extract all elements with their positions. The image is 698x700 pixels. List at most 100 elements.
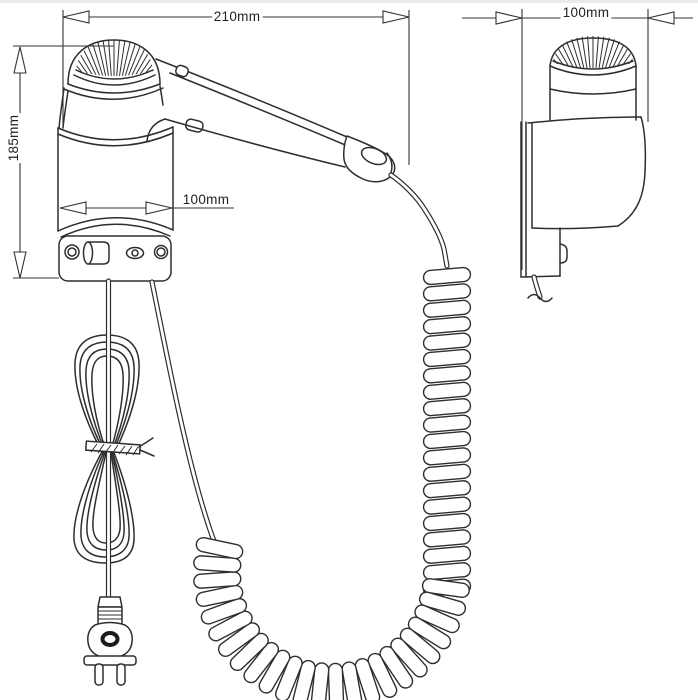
coil-loop [195, 536, 244, 560]
plug-base-plate [83, 655, 137, 666]
coil-loop [310, 662, 330, 700]
coil-loop [195, 584, 244, 608]
coil-loop [341, 661, 363, 700]
cup-top-arc [57, 126, 174, 141]
screw-hole-left-icon [64, 244, 80, 260]
coil-loop [399, 627, 441, 665]
top-edge-strip [0, 0, 698, 3]
coil-loop [421, 578, 470, 598]
dimension-label: 185mm [6, 115, 21, 162]
coil-loop [193, 555, 242, 573]
wall-plate-side [520, 121, 568, 278]
plug-pin-left [94, 663, 104, 686]
indicator-dot [131, 249, 139, 257]
switch-body [87, 241, 110, 265]
coil-loop [422, 480, 472, 499]
body-right-edge [159, 85, 164, 106]
dimension-label: 100mm [563, 5, 610, 20]
grille-line [586, 36, 592, 68]
coil-loop [422, 381, 472, 400]
coil-loop [422, 398, 472, 417]
holder-right-edge [617, 116, 647, 227]
coil-loop [200, 597, 248, 625]
bracket-base-front [58, 235, 172, 282]
coil-loop [193, 571, 242, 589]
hanging-loop-hole [360, 146, 388, 166]
front-view [57, 39, 472, 700]
coil-loop [390, 637, 428, 678]
coil-loop [422, 447, 472, 466]
bundle-loop [73, 449, 135, 564]
indicator-oval [125, 246, 145, 260]
dimension-label: 100mm [183, 192, 230, 207]
plug-collar [97, 596, 123, 608]
grille-line [107, 40, 113, 76]
dome-cylinder-sides [549, 65, 637, 121]
grille-line [76, 47, 97, 76]
cup-top-arc2 [57, 132, 174, 147]
plug-body [87, 621, 133, 659]
screw-hole-right-inner [156, 247, 166, 257]
arrowhead-right [145, 201, 173, 215]
arrowhead-left [62, 10, 90, 24]
coil-loop [217, 622, 261, 657]
coil-loop [422, 529, 472, 548]
holder-bottom-edge [531, 225, 619, 230]
dimension-front-width: 210mm [62, 6, 410, 165]
handle-button [175, 64, 189, 78]
screw-hole-left-inner [67, 247, 77, 257]
bundle-loop [80, 450, 130, 558]
grille-line [101, 40, 111, 76]
coil-loop [414, 604, 460, 634]
grille-line [117, 40, 127, 76]
arrowhead-right [382, 10, 410, 24]
dimension-bracket-width: 100mm [59, 189, 234, 215]
coil-loop [292, 659, 316, 700]
dryer-handle-front [146, 58, 396, 183]
grille-line [115, 40, 121, 76]
strain-relief-ribs [98, 610, 122, 620]
plug-body-ring [100, 631, 120, 647]
coil-loop [422, 512, 472, 532]
plug-pin-right [116, 663, 126, 686]
coil-loop [327, 662, 345, 700]
handle-bottom-edge [164, 118, 346, 168]
tie-hatching [90, 443, 139, 456]
coil-loop [407, 616, 452, 650]
switch-knob [82, 241, 94, 265]
coil-loop [229, 632, 269, 672]
coil-loop [258, 649, 291, 694]
coil-loop [367, 652, 398, 698]
coil-loop [422, 316, 472, 335]
plate-tab [559, 243, 568, 264]
grille-rim-arc [552, 60, 634, 70]
grille-line [580, 36, 590, 68]
grille-line [129, 44, 153, 76]
coil-loop [422, 332, 472, 351]
arrowhead-bottom [13, 251, 27, 279]
coil-loop [275, 655, 303, 700]
grille-line [608, 40, 633, 68]
grille-line [76, 44, 99, 76]
dryer-body-front [58, 85, 164, 129]
body-left-inner-edge [62, 90, 69, 129]
tie-ends [138, 437, 155, 457]
arrowhead-left [495, 11, 523, 25]
holder-top-edge [527, 116, 642, 124]
cylinder-band-line [549, 88, 637, 95]
coiled-cord [193, 266, 472, 700]
handle-upper-face-edge [169, 72, 351, 148]
coil-loop [422, 414, 472, 433]
coil-loop [354, 658, 381, 700]
coil-loop [422, 463, 472, 482]
coil-loop [422, 299, 472, 318]
dimension-side-width: 100mm [462, 2, 693, 270]
side-cable [527, 274, 553, 303]
cord-handle-to-coil [388, 172, 450, 269]
coil-loop [379, 645, 414, 689]
cup-bottom-arc [57, 217, 174, 232]
body-left-edge [58, 87, 65, 129]
coil-loop [422, 562, 472, 581]
bracket-cup-front [57, 126, 174, 238]
